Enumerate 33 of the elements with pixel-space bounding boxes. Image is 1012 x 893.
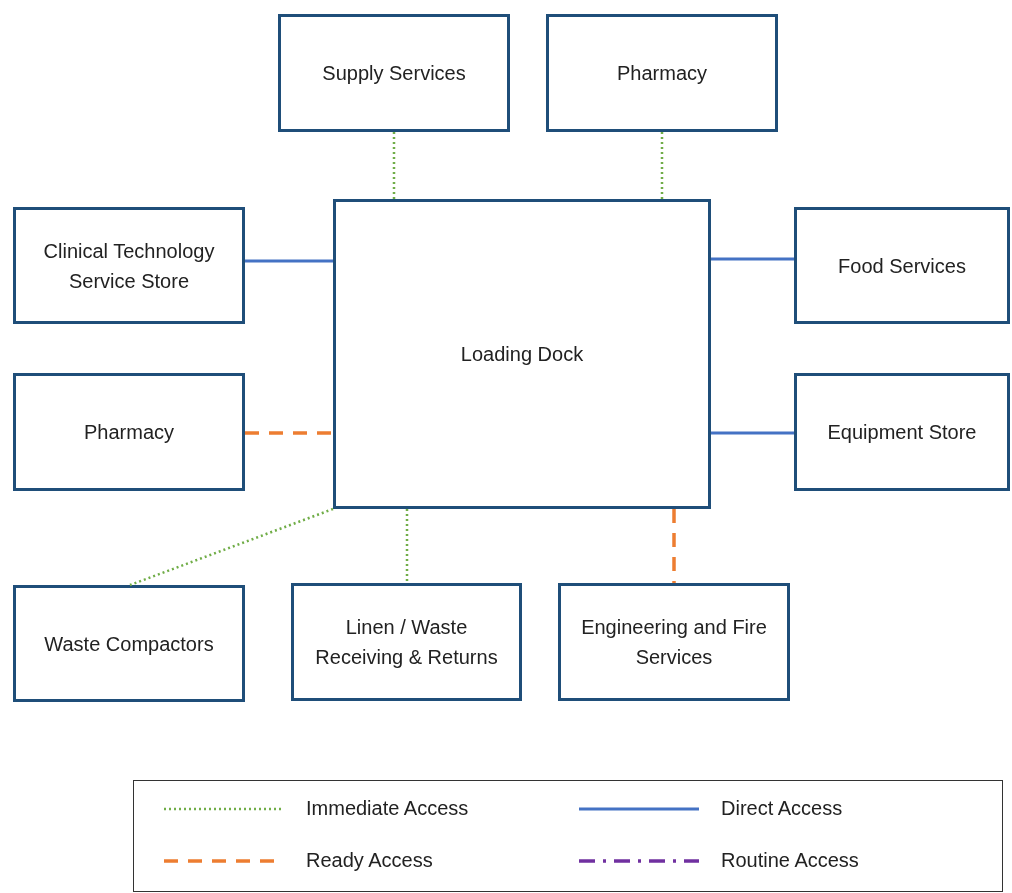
location-label: Supply Services (322, 61, 466, 86)
connector-line (392, 132, 396, 199)
location-box (13, 585, 245, 702)
location-box (546, 14, 778, 132)
location-label: Equipment Store (827, 420, 977, 445)
location-box (558, 583, 790, 701)
location-label: Engineering and Fire Services (580, 615, 768, 670)
location-box (278, 14, 510, 132)
location-box (794, 207, 1010, 324)
location-box (291, 583, 522, 701)
legend-label: Ready Access (306, 849, 433, 872)
location-label: Pharmacy (84, 420, 174, 445)
connector-line (245, 259, 333, 263)
location-label: Linen / Waste Receiving & Returns (314, 615, 499, 670)
connector-line (672, 509, 676, 583)
location-box (13, 373, 245, 491)
connector-line (405, 509, 409, 583)
location-box (333, 199, 711, 509)
legend-label: Direct Access (721, 797, 843, 820)
location-label: Waste Compactors (44, 631, 214, 657)
connector-line (711, 431, 794, 435)
location-label: Loading Dock (460, 342, 584, 367)
legend-label: Routine Access (721, 849, 859, 872)
location-box (13, 207, 245, 324)
location-label: Clinical Technology Service Store (42, 238, 216, 294)
connector-line (129, 507, 334, 587)
connector-line (711, 257, 794, 261)
location-box (794, 373, 1010, 491)
connector-line (245, 431, 333, 435)
legend-label: Immediate Access (306, 797, 469, 820)
location-label: Food Services (838, 253, 966, 279)
connector-line (660, 132, 664, 199)
location-label: Pharmacy (617, 61, 707, 86)
